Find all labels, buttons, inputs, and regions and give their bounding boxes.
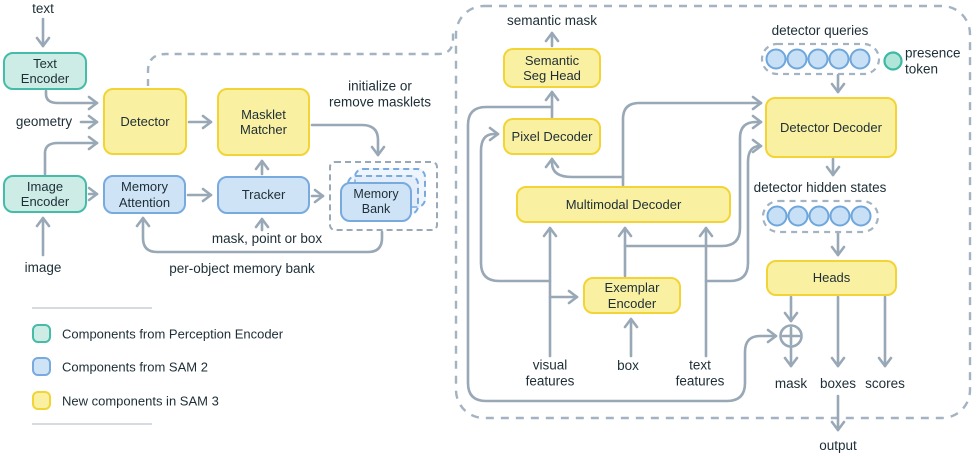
hidden-state-token-icon (829, 205, 851, 227)
query-token-icon (849, 48, 871, 70)
per-object-memory-bank-label: per-object memory bank (169, 261, 315, 277)
legend-divider-bottom (32, 423, 152, 425)
legend-divider-top (32, 307, 152, 309)
semantic-mask-label: semantic mask (506, 13, 598, 29)
multimodal-decoder-box: Multimodal Decoder (516, 186, 731, 223)
exemplar-encoder-box: Exemplar Encoder (583, 277, 681, 314)
hidden-state-token-icon (808, 205, 830, 227)
arrow-exemplar-encoder-to-detector-decoder (623, 114, 763, 248)
geometry-input-label: geometry (15, 114, 73, 130)
legend-label-sam2: Components from SAM 2 (62, 359, 208, 375)
mask-point-box-label: mask, point or box (211, 231, 323, 247)
left-panel-wires (35, 17, 386, 257)
presence-token-label: presence token (905, 45, 961, 76)
arrow-pixel-decoder-loop-to-plus (466, 105, 778, 403)
memory-bank-box: Memory Bank (340, 182, 412, 222)
detector-hidden-states-label: detector hidden states (753, 180, 887, 196)
query-token-icon (765, 48, 787, 70)
image-encoder-box: Image Encoder (3, 175, 87, 213)
right-panel-wires (466, 31, 893, 432)
detector-queries-tokens (760, 42, 881, 76)
arrow-visual-features-to-pixel-decoder (479, 126, 552, 283)
mask-output-label: mask (774, 376, 808, 392)
arrow-memory-bank-loop-to-memory-attention (135, 216, 384, 254)
legend-swatch-perception-encoder (32, 324, 51, 343)
arrow-text-encoder-to-detector (44, 89, 99, 111)
detector-queries-label: detector queries (771, 23, 869, 39)
legend-label-perception-encoder: Components from Perception Encoder (62, 326, 284, 342)
image-input-label: image (24, 260, 62, 276)
text-features-label: text features (675, 357, 725, 388)
query-token-icon (807, 48, 829, 70)
legend-swatch-sam3 (32, 391, 51, 410)
memory-bank-container: Memory Bank (329, 161, 438, 231)
detector-detail-panel-border (454, 4, 972, 420)
semantic-seg-head-box: Semantic Seg Head (503, 48, 601, 88)
arrow-text-features-to-detector-decoder (704, 138, 763, 283)
masklet-matcher-box: Masklet Matcher (217, 88, 310, 156)
legend-swatch-sam2 (32, 357, 51, 376)
query-token-icon (786, 48, 808, 70)
boxes-output-label: boxes (819, 376, 857, 392)
hidden-state-token-icon (850, 205, 872, 227)
visual-features-label: visual features (525, 357, 575, 388)
box-input-label: box (617, 358, 639, 374)
memory-attention-box: Memory Attention (103, 175, 186, 214)
detector-hidden-states-tokens (761, 199, 880, 234)
hidden-state-token-icon (787, 205, 809, 227)
presence-token-icon (883, 51, 903, 71)
pixel-decoder-box: Pixel Decoder (503, 118, 601, 155)
detector-decoder-box: Detector Decoder (765, 97, 897, 158)
legend-label-sam3: New components in SAM 3 (62, 393, 219, 409)
arrow-multimodal-decoder-to-detector-decoder (621, 95, 763, 187)
query-token-icon (828, 48, 850, 70)
tracker-box: Tracker (217, 176, 310, 214)
hidden-state-token-icon (766, 205, 788, 227)
detector-box: Detector (103, 88, 187, 155)
arrow-multimodal-decoder-to-pixel-decoder (544, 157, 625, 179)
initialize-remove-masklets-label: initialize or remove masklets (328, 78, 432, 109)
text-input-label: text (32, 1, 54, 17)
heads-box: Heads (766, 260, 897, 296)
sum-plus-icon (779, 324, 803, 348)
scores-output-label: scores (865, 376, 905, 392)
arrow-masklet-matcher-to-memory-bank (310, 123, 386, 157)
output-label: output (819, 438, 857, 454)
arrow-image-encoder-to-detector (43, 135, 99, 176)
text-encoder-box: Text Encoder (3, 52, 87, 90)
